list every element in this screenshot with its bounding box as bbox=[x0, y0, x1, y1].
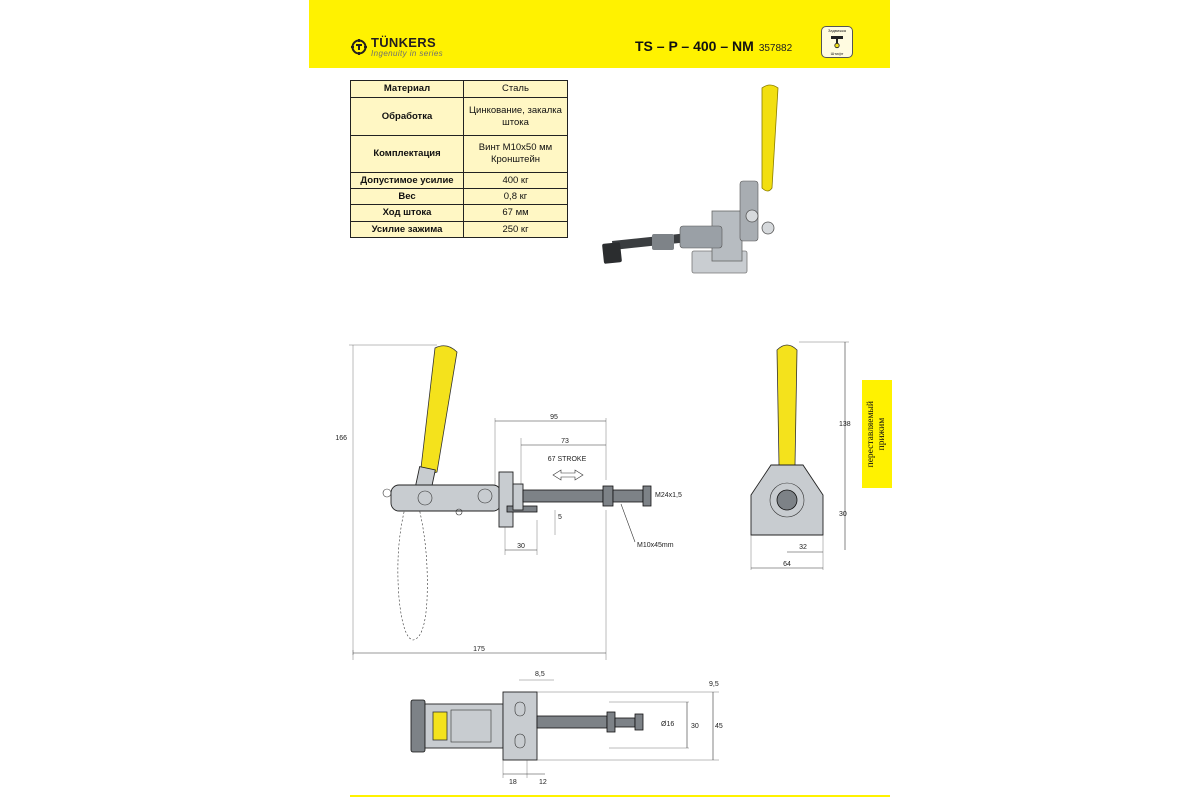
header-band: TÜNKERS Ingenuity in series TS – P – 400… bbox=[309, 0, 890, 68]
dim-8-5: 8,5 bbox=[535, 671, 545, 678]
side-tab-line2: прижим bbox=[877, 417, 887, 451]
spec-key: Обработка bbox=[350, 97, 464, 136]
dim-30c: 30 bbox=[691, 723, 699, 730]
lock-type-badge: Задвижка Штифт bbox=[821, 26, 853, 58]
brand-name: TÜNKERS bbox=[371, 35, 436, 50]
technical-drawing: 166 M24x1,5 95 73 67 STROKE bbox=[335, 341, 851, 786]
latch-icon bbox=[831, 36, 843, 49]
handle-side-icon bbox=[776, 344, 798, 469]
clamp-photo-icon bbox=[602, 84, 779, 274]
model-name: TS – P – 400 – NM bbox=[635, 38, 754, 54]
badge-bottom-label: Штифт bbox=[830, 51, 844, 56]
side-tab: переставляемый прижим bbox=[862, 380, 892, 488]
dim-16: Ø16 bbox=[661, 721, 674, 728]
badge-top-label: Задвижка bbox=[827, 28, 847, 33]
dim-30b: 30 bbox=[839, 511, 847, 518]
spec-value: 400 кг bbox=[463, 172, 568, 189]
product-photo bbox=[602, 84, 779, 274]
spec-key: Усилие зажима bbox=[350, 221, 464, 238]
dim-95: 95 bbox=[550, 414, 558, 421]
dim-thread: M24x1,5 bbox=[655, 492, 682, 499]
spec-key: Допустимое усилие bbox=[350, 172, 464, 189]
dim-45: 45 bbox=[715, 723, 723, 730]
dim-73: 73 bbox=[561, 438, 569, 445]
dim-64: 64 bbox=[783, 561, 791, 568]
model-code: 357882 bbox=[758, 43, 793, 54]
spec-key: Комплектация bbox=[350, 135, 464, 173]
gear-logo-icon bbox=[351, 39, 367, 55]
spec-value: 0,8 кг bbox=[463, 188, 568, 205]
brand-tagline: Ingenuity in series bbox=[371, 49, 444, 58]
dim-30a: 30 bbox=[517, 543, 525, 550]
dim-5: 5 bbox=[558, 514, 562, 521]
model-title: TS – P – 400 – NM 357882 bbox=[635, 38, 792, 54]
spec-value: 67 мм bbox=[463, 204, 568, 222]
spec-value: 250 кг bbox=[463, 221, 568, 238]
brand-logo: TÜNKERS Ingenuity in series bbox=[351, 36, 443, 58]
product-sheet: TÜNKERS Ingenuity in series TS – P – 400… bbox=[309, 0, 892, 800]
side-view: 138 30 32 64 bbox=[750, 341, 851, 570]
spec-value: Цинкование, закалка штока bbox=[463, 97, 568, 136]
spec-value: Винт М10х50 мм Кронштейн bbox=[463, 135, 568, 173]
front-view: 166 M24x1,5 95 73 67 STROKE bbox=[335, 344, 682, 660]
dim-166: 166 bbox=[335, 435, 347, 442]
dim-screw: M10x45mm bbox=[637, 542, 674, 549]
top-view: 8,5 9,5 Ø16 30 45 18 12 bbox=[410, 671, 723, 786]
dim-175: 175 bbox=[473, 646, 485, 653]
dim-12: 12 bbox=[539, 779, 547, 786]
footer-line bbox=[350, 795, 890, 797]
stroke-arrow-icon bbox=[552, 469, 584, 481]
spec-key: Ход штока bbox=[350, 204, 464, 222]
spec-key: Материал bbox=[350, 80, 464, 98]
handle-icon bbox=[420, 345, 458, 474]
spec-key: Вес bbox=[350, 188, 464, 205]
dim-32: 32 bbox=[799, 544, 807, 551]
dim-9-5: 9,5 bbox=[709, 681, 719, 688]
spec-value: Сталь bbox=[463, 80, 568, 98]
dim-138: 138 bbox=[839, 421, 851, 428]
dim-stroke: 67 STROKE bbox=[548, 456, 587, 463]
side-tab-line1: переставляемый bbox=[866, 400, 876, 468]
dim-18: 18 bbox=[509, 779, 517, 786]
